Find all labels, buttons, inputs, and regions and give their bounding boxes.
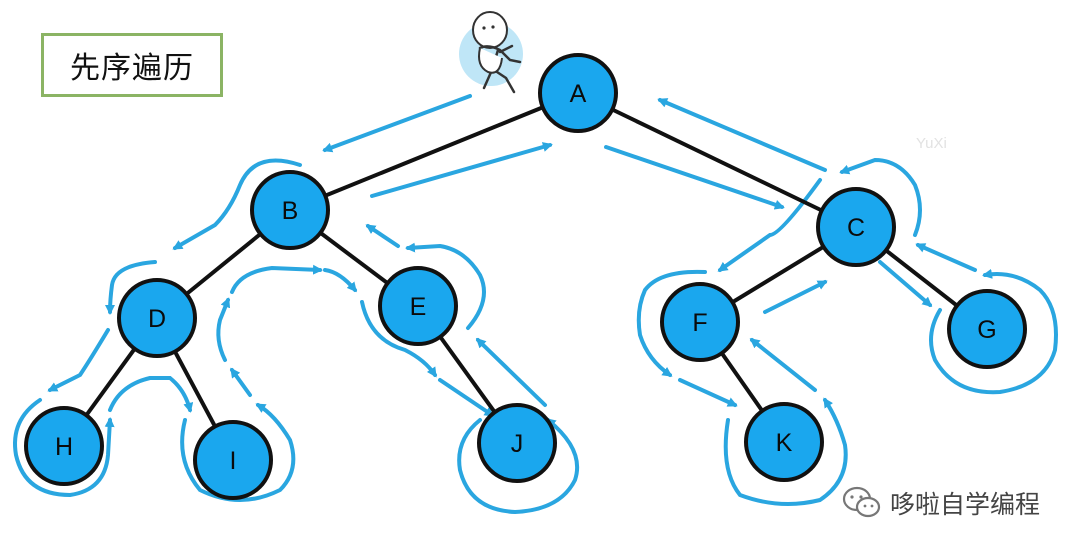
traversal-arrow bbox=[230, 264, 323, 294]
diagram-title: 先序遍历 bbox=[70, 51, 194, 86]
traversal-arrow bbox=[13, 398, 115, 498]
node-H: H bbox=[24, 406, 104, 486]
node-circle bbox=[193, 420, 273, 500]
traversal-arrow bbox=[230, 367, 252, 397]
node-K: K bbox=[744, 402, 824, 482]
edge-A-C bbox=[577, 91, 857, 229]
traversal-arrow bbox=[172, 158, 302, 250]
node-circle bbox=[378, 266, 458, 346]
node-label: J bbox=[511, 430, 524, 458]
edge-A-B bbox=[289, 91, 579, 212]
node-circle bbox=[947, 289, 1027, 369]
traversal-arrow bbox=[929, 268, 1058, 395]
node-circle bbox=[477, 403, 557, 483]
traversal-arrow bbox=[717, 178, 822, 272]
node-G: G bbox=[947, 289, 1027, 369]
traversal-arrow bbox=[604, 145, 785, 210]
node-circle bbox=[538, 53, 618, 133]
traversal-arrow bbox=[839, 157, 922, 237]
title-box: 先序遍历 bbox=[41, 33, 223, 97]
node-circle bbox=[744, 402, 824, 482]
traversal-arrow bbox=[405, 242, 486, 330]
node-label: D bbox=[148, 305, 166, 333]
traversal-arrow bbox=[915, 243, 977, 272]
running-figure-icon bbox=[459, 11, 523, 94]
node-circle bbox=[117, 278, 197, 358]
node-F: F bbox=[660, 282, 740, 362]
traversal-arrow bbox=[457, 418, 580, 515]
watermark-text: 哆啦自学编程 bbox=[890, 490, 1041, 519]
watermark: 哆啦自学编程 bbox=[842, 483, 1040, 523]
traversal-arrow bbox=[323, 268, 357, 293]
traversal-arrow bbox=[878, 260, 933, 307]
node-label: G bbox=[977, 316, 996, 344]
traversal-paths bbox=[13, 94, 1058, 515]
node-I: I bbox=[193, 420, 273, 500]
traversal-arrow bbox=[636, 269, 707, 377]
node-label: B bbox=[282, 197, 299, 225]
node-label: H bbox=[55, 433, 73, 461]
node-label: E bbox=[410, 293, 427, 321]
traversal-arrow bbox=[322, 94, 472, 153]
traversal-arrow bbox=[370, 142, 553, 198]
traversal-arrow bbox=[365, 224, 400, 248]
traversal-arrow bbox=[105, 260, 157, 315]
traversal-arrow bbox=[763, 280, 828, 314]
traversal-arrow bbox=[723, 397, 848, 506]
node-circle bbox=[24, 406, 104, 486]
node-label: F bbox=[692, 309, 707, 337]
node-B: B bbox=[250, 170, 330, 250]
node-label: I bbox=[230, 447, 237, 475]
node-circle bbox=[250, 170, 330, 250]
node-C: C bbox=[816, 187, 896, 267]
traversal-arrow bbox=[678, 378, 738, 407]
node-circle bbox=[660, 282, 740, 362]
traversal-arrow bbox=[749, 338, 817, 392]
node-label: K bbox=[776, 429, 793, 457]
tree-nodes: A B C D E F G H I J K bbox=[24, 53, 1027, 500]
faint-watermark: YuXi bbox=[916, 135, 947, 152]
traversal-arrow bbox=[657, 98, 827, 172]
traversal-arrow bbox=[360, 300, 437, 378]
node-J: J bbox=[477, 403, 557, 483]
node-A: A bbox=[538, 53, 618, 133]
traversal-arrow bbox=[47, 328, 110, 392]
node-E: E bbox=[378, 266, 458, 346]
traversal-arrow bbox=[180, 403, 296, 502]
node-D: D bbox=[117, 278, 197, 358]
wechat-icon bbox=[842, 486, 881, 518]
traversal-arrow bbox=[438, 378, 495, 417]
traversal-arrow bbox=[216, 297, 231, 362]
node-circle bbox=[816, 187, 896, 267]
node-label: A bbox=[570, 80, 587, 108]
node-label: C bbox=[847, 214, 865, 242]
traversal-arrow bbox=[475, 337, 547, 407]
traversal-arrow bbox=[108, 376, 194, 413]
